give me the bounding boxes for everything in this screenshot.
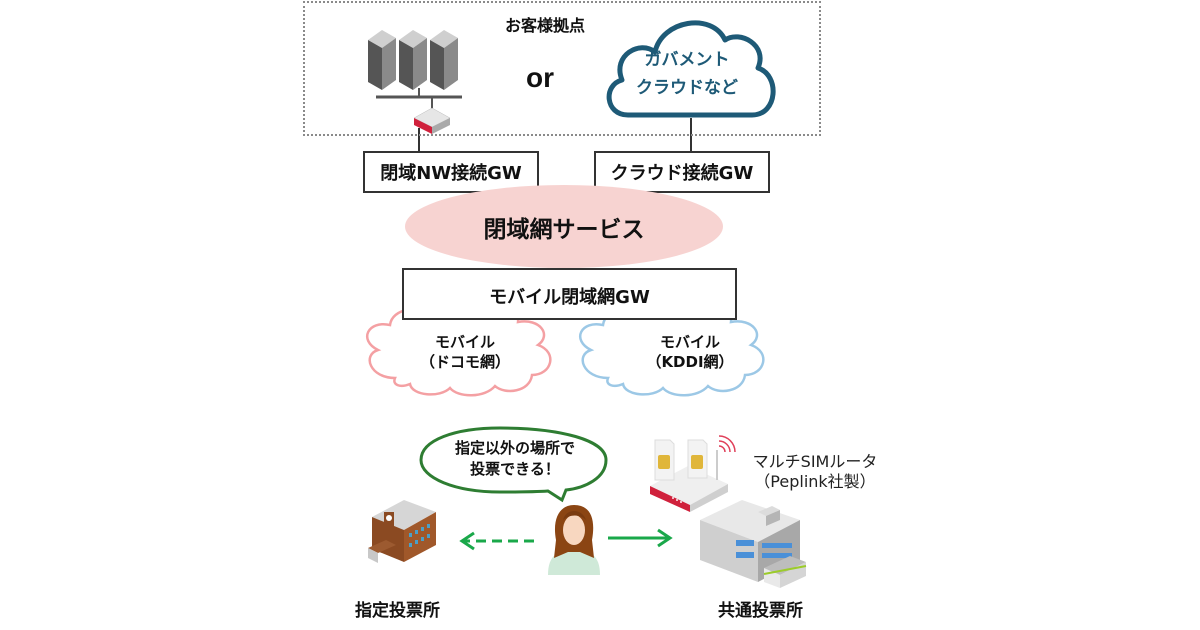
government-cloud-icon	[606, 20, 776, 118]
office-building-icon	[700, 500, 807, 588]
school-building-icon	[368, 500, 436, 563]
kddi-network-line1: モバイル	[659, 333, 720, 351]
closed-network-service: 閉域網サービス	[405, 185, 723, 268]
speech-bubble-text: 指定以外の場所で 投票できる！	[430, 438, 600, 480]
router-label: マルチSIMルータ （Peplink社製）	[740, 452, 890, 492]
customer-site-boundary	[303, 1, 821, 136]
multi-sim-router-icon	[650, 435, 736, 512]
closed-network-service-label: 閉域網サービス	[483, 216, 645, 243]
kddi-network-line2: （KDDI網）	[646, 353, 734, 371]
common-polling-station-label: 共通投票所	[718, 601, 803, 621]
kddi-cloud-icon	[579, 303, 765, 397]
docomo-cloud-icon	[366, 303, 552, 397]
closed-nw-gateway-label: 閉域NW接続GW	[380, 163, 522, 184]
customer-site-title: お客様拠点	[504, 16, 585, 35]
mobile-closed-gateway-label: モバイル閉域網GW	[489, 287, 650, 308]
cloud-gateway-label: クラウド接続GW	[610, 163, 754, 184]
dashed-arrow-left	[459, 531, 534, 551]
voter-person-icon	[548, 505, 600, 575]
government-cloud-label-line1: ガバメント	[644, 50, 730, 70]
solid-arrow-right	[608, 528, 673, 548]
router-label-line2: （Peplink社製）	[754, 472, 876, 491]
docomo-network-line2: （ドコモ網）	[419, 353, 510, 371]
government-cloud-label: ガバメント クラウドなど	[612, 46, 762, 102]
router-label-line1: マルチSIMルータ	[752, 452, 878, 471]
cloud-gateway-box: クラウド接続GW	[594, 151, 770, 193]
docomo-network-line1: モバイル	[434, 333, 495, 351]
mobile-closed-gateway-box: モバイル閉域網GW	[402, 268, 737, 320]
network-switch-icon	[413, 107, 451, 134]
server-rack-icon	[368, 30, 462, 110]
speech-bubble-line2: 投票できる！	[470, 460, 560, 478]
kddi-network-label: モバイル （KDDI網）	[620, 332, 760, 372]
closed-nw-gateway-box: 閉域NW接続GW	[363, 151, 539, 193]
speech-bubble	[419, 426, 608, 503]
or-separator: or	[526, 62, 554, 93]
government-cloud-label-line2: クラウドなど	[636, 78, 738, 98]
designated-polling-station-label: 指定投票所	[355, 601, 440, 621]
docomo-network-label: モバイル （ドコモ網）	[395, 332, 535, 372]
speech-bubble-line1: 指定以外の場所で	[454, 439, 575, 457]
